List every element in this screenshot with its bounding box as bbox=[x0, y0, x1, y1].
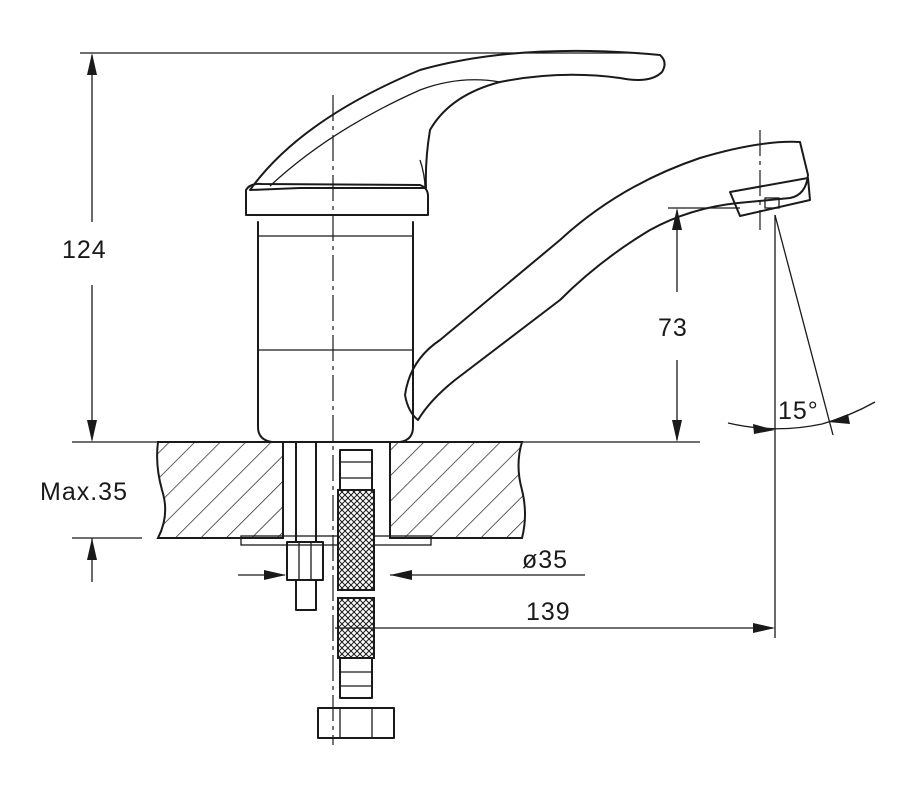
dimension-spout-angle bbox=[727, 214, 876, 436]
dimension-spout-height bbox=[668, 207, 740, 442]
flexible-hose bbox=[317, 449, 395, 739]
spout-angle-label: 15° bbox=[778, 397, 819, 425]
dimension-total-height bbox=[72, 52, 700, 443]
dimension-hole-diameter bbox=[238, 570, 585, 580]
total-height-label: 124 bbox=[62, 236, 107, 264]
dimension-max-thickness bbox=[72, 537, 142, 582]
countertop-section bbox=[156, 441, 526, 546]
spout-height-label: 73 bbox=[658, 314, 688, 342]
dimension-spout-reach bbox=[335, 215, 776, 638]
faucet-body bbox=[245, 49, 811, 443]
hole-diameter-label: ø35 bbox=[522, 546, 568, 574]
spout-reach-label: 139 bbox=[526, 598, 571, 626]
fixing-stud bbox=[286, 441, 324, 611]
max-thickness-label: Max.35 bbox=[40, 478, 128, 506]
